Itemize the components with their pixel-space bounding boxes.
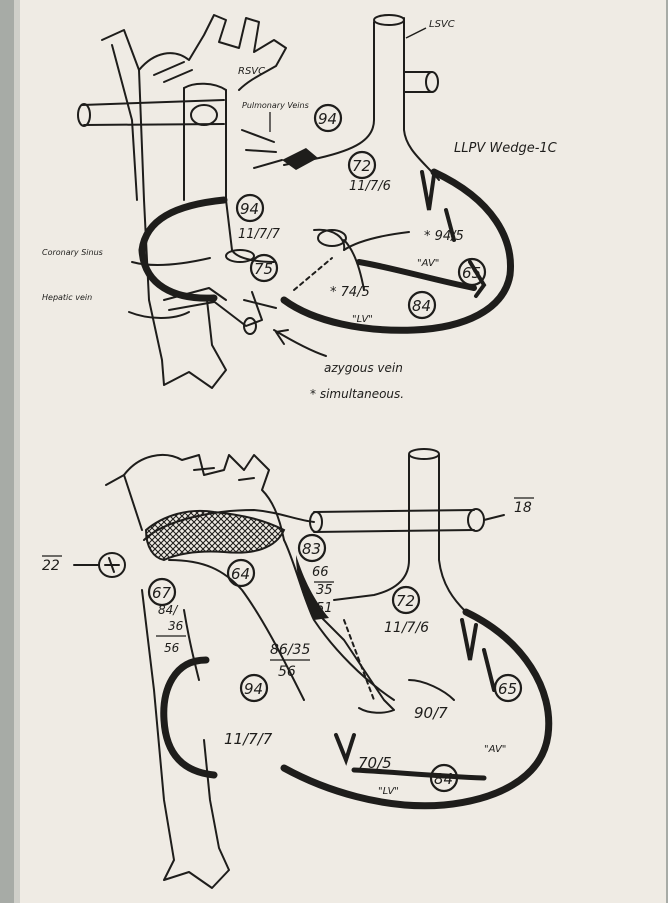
pressure-top-la: 11/7/7: [238, 227, 281, 242]
label-simultaneous: * simultaneous.: [310, 387, 404, 401]
label-wedge-22: 22: [42, 558, 60, 574]
top-left-heart-wall: [142, 200, 224, 298]
pressure-top-chamber: 11/7/6: [349, 179, 391, 194]
pressure-56-mid: 56: [278, 664, 296, 680]
label-pulmonary-veins: Pulmonary Veins: [242, 101, 309, 110]
heart-diagrams: 94 72 94 75 65 84 LSVC RSVC Pulmonary Ve…: [14, 0, 666, 903]
bottom-labels: 22 18 66 35 51 84/ 36 56 86/35 56 11/7/6…: [42, 498, 534, 797]
top-pv-wedge: [282, 148, 318, 170]
top-lsvc-left: [284, 22, 374, 165]
top-right-heart-wall: [284, 172, 510, 330]
label-bottom-lv: "LV": [378, 786, 399, 797]
sat-bottom-1: 83: [302, 540, 321, 558]
label-wedge-18: 18: [514, 500, 532, 516]
pressure-bottom-lv: 70/5: [358, 754, 392, 772]
sat-top-1: 94: [318, 110, 337, 128]
pressure-36: 36: [168, 619, 184, 633]
pressure-top-lv: * 74/5: [330, 285, 370, 300]
pressure-top-av: * 94/5: [424, 229, 464, 244]
top-ivc-inner: [112, 45, 137, 200]
label-llpv-wedge: LLPV Wedge-1C: [454, 141, 558, 156]
label-coronary-sinus: Coronary Sinus: [42, 248, 103, 257]
label-bottom-av: "AV": [484, 744, 506, 755]
sat-bottom-7: 84: [434, 770, 453, 788]
label-top-av: "AV": [417, 258, 439, 269]
sat-top-3: 94: [240, 200, 259, 218]
pressure-bottom-chamber: 11/7/6: [384, 620, 429, 636]
top-arch-lines: [154, 62, 192, 82]
sat-top-4: 75: [254, 260, 273, 278]
pressure-51: 51: [316, 601, 333, 616]
label-lsvc: LSVC: [429, 19, 455, 30]
pressure-66: 66: [312, 565, 329, 580]
scanned-page: 94 72 94 75 65 84 LSVC RSVC Pulmonary Ve…: [14, 0, 666, 903]
pressure-56-left: 56: [164, 641, 180, 655]
sat-bottom-5: 94: [244, 680, 263, 698]
sat-bottom-2: 64: [231, 565, 250, 583]
sat-bottom-4: 72: [396, 592, 415, 610]
sat-top-6: 84: [412, 297, 431, 315]
label-hepatic-vein: Hepatic vein: [42, 293, 92, 302]
pressure-35: 35: [316, 583, 333, 598]
pressure-bottom-la: 11/7/7: [224, 730, 273, 748]
sat-top-2: 72: [352, 157, 371, 175]
top-horizontal-vessel: [82, 100, 224, 125]
sat-top-5: 65: [462, 264, 481, 282]
top-rsvc-ring: [191, 105, 217, 125]
pressure-86-35: 86/35: [270, 642, 310, 658]
sat-bottom-3: 67: [152, 584, 172, 602]
hatched-region: [146, 511, 284, 560]
label-azygous-vein: azygous vein: [324, 361, 403, 375]
label-rsvc: RSVC: [238, 66, 265, 77]
top-arch: [139, 15, 286, 90]
top-lsvc-right: [404, 18, 439, 180]
label-top-lv: "LV": [352, 314, 373, 325]
pressure-bottom-av: 90/7: [414, 704, 448, 722]
sat-bottom-6: 65: [498, 680, 517, 698]
pressure-84: 84/: [158, 603, 179, 617]
